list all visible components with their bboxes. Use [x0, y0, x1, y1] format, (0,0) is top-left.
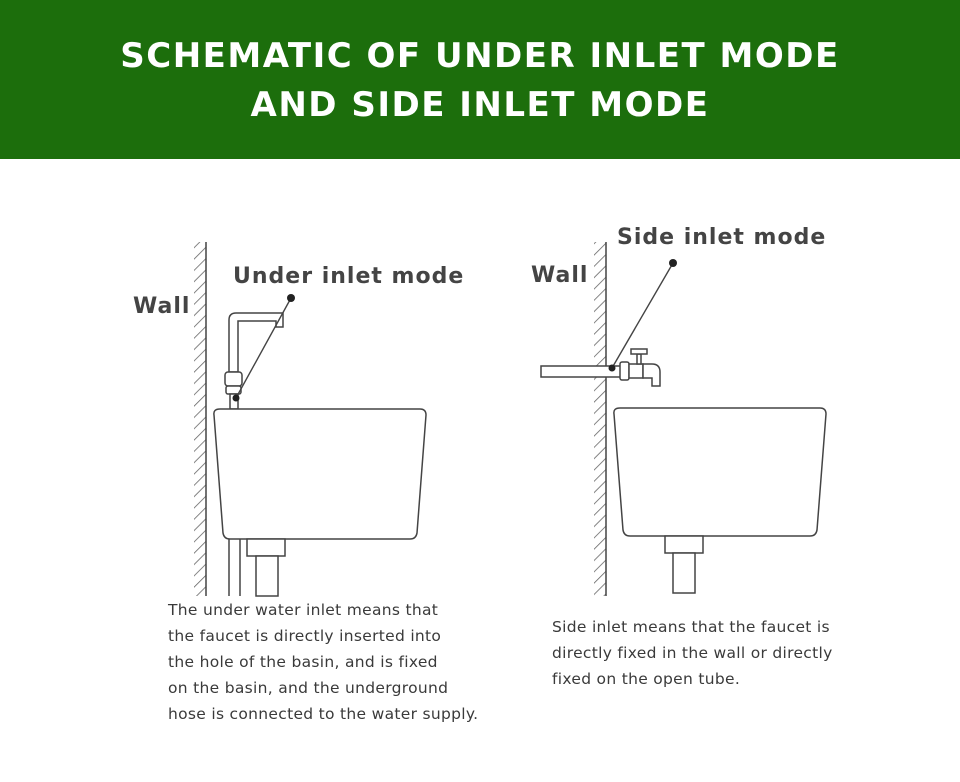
left-leader-line	[232, 294, 295, 402]
under-inlet-description-line: the hole of the basin, and is fixed	[168, 653, 438, 671]
right-wall-label: Wall	[531, 263, 589, 288]
title-line-2: AND SIDE INLET MODE	[250, 85, 710, 125]
right-drain-pipe	[664, 535, 704, 594]
side-inlet-description-line: directly fixed in the wall or directly	[552, 644, 833, 662]
right-leader-line	[608, 259, 677, 372]
under-inlet-description-line: on the basin, and the underground	[168, 679, 449, 697]
side-inlet-faucet	[619, 348, 661, 387]
side-inlet-description: Side inlet means that the faucet is dire…	[552, 614, 833, 692]
side-inlet-description-line: Side inlet means that the faucet is	[552, 618, 830, 636]
side-inlet-description-line: fixed on the open tube.	[552, 670, 741, 688]
under-inlet-mode-label: Under inlet mode	[233, 264, 465, 289]
right-wall	[594, 242, 607, 596]
left-basin	[213, 408, 427, 540]
under-inlet-description-line: the faucet is directly inserted into	[168, 627, 442, 645]
left-drain-pipe	[246, 538, 286, 597]
title-line-1: SCHEMATIC OF UNDER INLET MODE	[120, 36, 840, 76]
under-inlet-description: The under water inlet means that the fau…	[168, 597, 478, 727]
under-inlet-description-line: hose is connected to the water supply.	[168, 705, 479, 723]
left-wall-label: Wall	[133, 294, 191, 319]
left-wall	[194, 242, 207, 596]
left-supply-hose	[228, 539, 241, 596]
side-inlet-mode-label: Side inlet mode	[617, 225, 827, 250]
under-inlet-faucet	[224, 312, 284, 410]
title-banner: SCHEMATIC OF UNDER INLET MODE AND SIDE I…	[0, 0, 960, 159]
right-basin	[613, 407, 827, 537]
under-inlet-description-line: The under water inlet means that	[168, 601, 439, 619]
